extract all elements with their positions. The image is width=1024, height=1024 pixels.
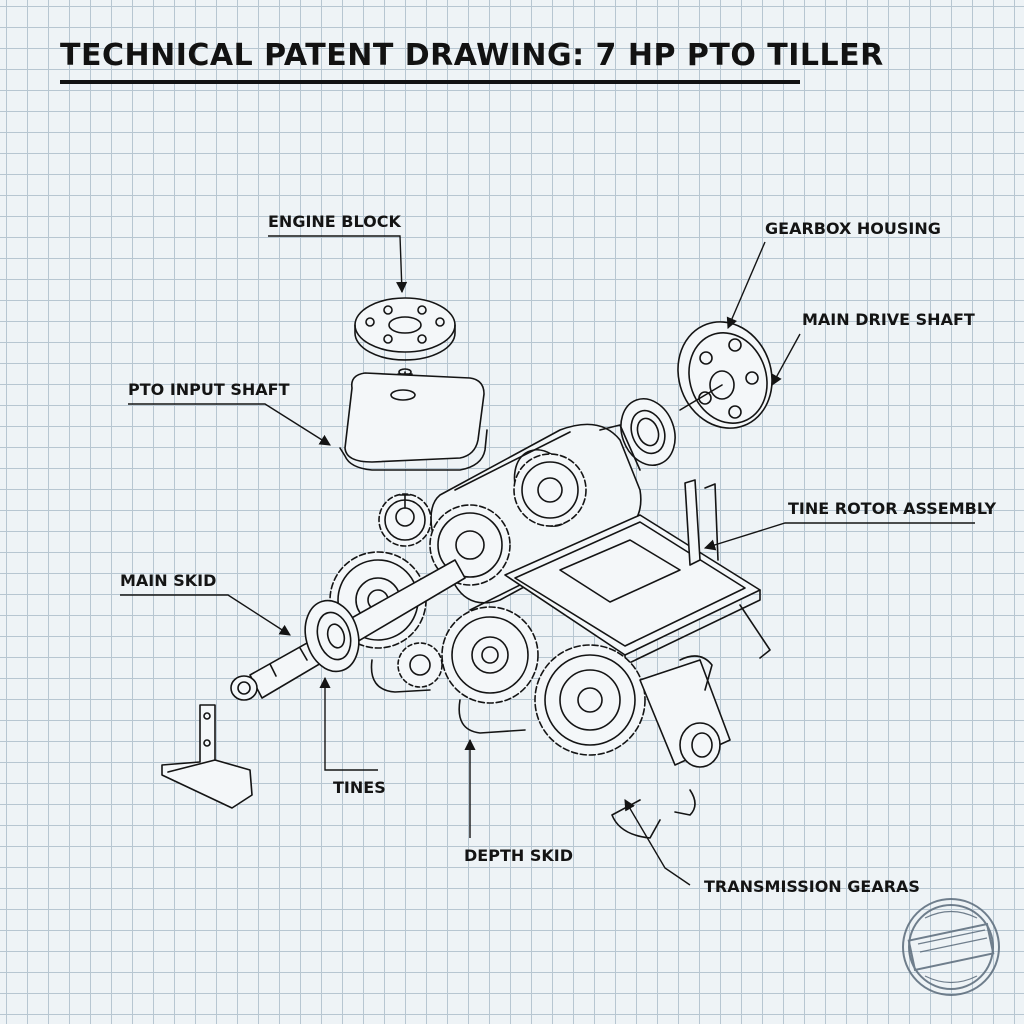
small-gear xyxy=(397,642,443,688)
leader-gearbox-housing xyxy=(726,241,766,330)
label-main-drive-shaft: MAIN DRIVE SHAFT xyxy=(802,310,975,329)
leader-transmission-gears xyxy=(624,799,691,886)
leader-main-skid xyxy=(120,594,291,636)
frame-bracket xyxy=(504,479,771,666)
pinion-gear xyxy=(378,493,432,547)
leader-main-drive-shaft xyxy=(771,333,801,386)
middle-gear xyxy=(441,606,539,704)
label-main-skid: MAIN SKID xyxy=(120,571,217,590)
rear-gear xyxy=(534,644,646,756)
engine-cover xyxy=(339,368,488,471)
label-transmission-gears: TRANSMISSION GEARAS xyxy=(704,877,920,896)
lower-frame xyxy=(370,659,526,734)
label-gearbox-housing: GEARBOX HOUSING xyxy=(765,219,941,238)
base-skid xyxy=(161,704,253,809)
label-engine-block: ENGINE BLOCK xyxy=(268,212,401,231)
label-pto-input-shaft: PTO INPUT SHAFT xyxy=(128,380,290,399)
page-title: TECHNICAL PATENT DRAWING: 7 HP PTO TILLE… xyxy=(60,38,884,73)
leader-lines xyxy=(120,235,975,886)
bearing-ring xyxy=(620,398,676,466)
leader-tines xyxy=(319,676,378,771)
leader-tine-rotor-assembly xyxy=(703,522,975,551)
leader-engine-block xyxy=(268,235,408,294)
approval-stamp xyxy=(902,898,1000,996)
flange-disc xyxy=(354,297,456,361)
title-underline xyxy=(60,80,800,84)
leader-pto-input-shaft xyxy=(128,403,331,446)
tine-rotor-hub xyxy=(611,655,731,839)
shaft-bearing xyxy=(304,599,360,673)
label-depth-skid: DEPTH SKID xyxy=(464,846,573,865)
drive-wheel xyxy=(677,321,773,429)
label-tine-rotor-assembly: TINE ROTOR ASSEMBLY xyxy=(788,499,997,518)
label-tines: TINES xyxy=(333,778,386,797)
gearbox-gear xyxy=(513,453,587,527)
